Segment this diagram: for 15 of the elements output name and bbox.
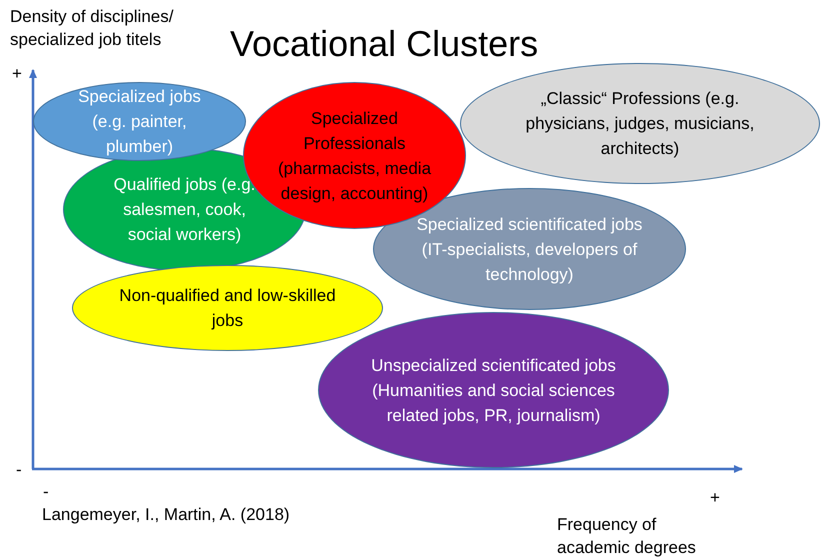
cluster-label: Non-qualified and low-skilled jobs — [118, 285, 337, 332]
axis-end-mark: + — [12, 63, 22, 85]
citation: Langemeyer, I., Martin, A. (2018) — [42, 504, 290, 526]
axis-end-mark: - — [16, 459, 22, 481]
cluster-label: Unspecialized scientificated jobs (Humanities and social sciences related jobs, PR, journalism) — [370, 354, 617, 426]
axis-end-mark: + — [710, 487, 720, 509]
cluster-label: Specialized scientificated jobs (IT-specialists, developers of technology) — [416, 214, 644, 286]
cluster-label: Qualified jobs (e.g. salesmen, cook, social workers) — [112, 174, 256, 246]
cluster-label: Specialized jobs (e.g. painter, plumber) — [77, 86, 202, 158]
title: Vocational Clusters — [230, 22, 538, 66]
axis-end-mark: - — [43, 481, 49, 503]
cluster-label: „Classic“ Professions (e.g. physicians, judges, musicians, architects) — [524, 88, 756, 160]
cluster-label: Specialized Professionals (pharmacists, media design, accounting) — [276, 108, 432, 204]
axis-title: Density of disciplines/ specialized job titels — [10, 6, 174, 51]
axis-title: Frequency of academic degrees — [557, 514, 697, 559]
